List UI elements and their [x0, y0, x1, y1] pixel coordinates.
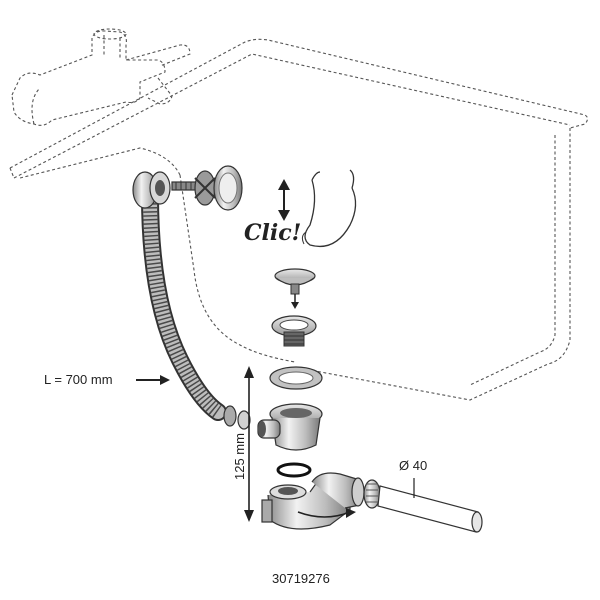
- height-dimension-arrow: [244, 366, 254, 522]
- faucet-icon: [11, 28, 191, 126]
- overflow-cap-icon: [132, 165, 243, 211]
- diameter-label: Ø 40: [399, 458, 427, 473]
- o-ring: [276, 462, 312, 478]
- foot-icon: [301, 169, 357, 248]
- product-code: 30719276: [272, 571, 330, 586]
- height-label: 125 mm: [232, 433, 247, 480]
- bathtub-outline: [9, 38, 589, 401]
- drain-flange: [271, 315, 317, 347]
- hose-pointer-arrow: [136, 375, 170, 385]
- overflow-hose: [141, 186, 227, 421]
- drain-icon: [257, 403, 323, 451]
- pipe-icon: [377, 485, 483, 533]
- click-label: Clic!: [244, 220, 301, 246]
- hose-length-label: L = 700 mm: [44, 372, 113, 387]
- plug-icon: [274, 268, 316, 309]
- up-down-arrow: [278, 179, 290, 221]
- trap-icon: [261, 472, 381, 530]
- hose-washers: [223, 405, 251, 430]
